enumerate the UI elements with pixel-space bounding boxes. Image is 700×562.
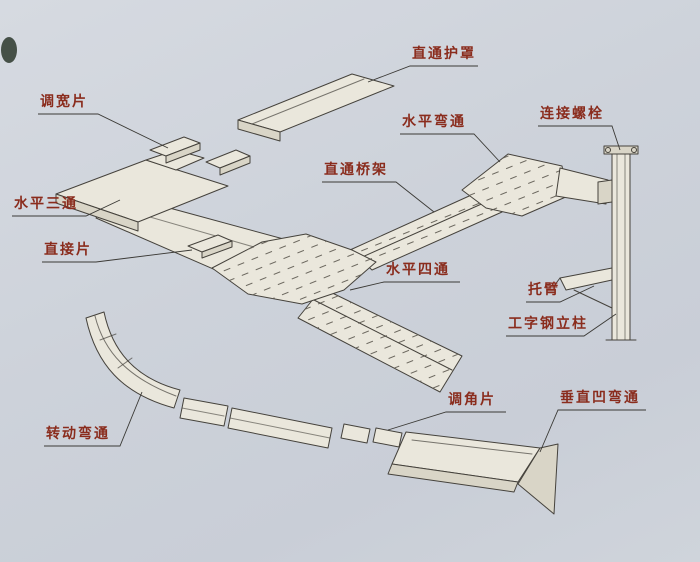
bracket-arm-part xyxy=(553,267,613,309)
label-zhijie-pian: 直接片 xyxy=(44,241,92,257)
label-tiaojiao-pian: 调角片 xyxy=(448,391,496,407)
leader-line-lianjie-luoshuan xyxy=(538,125,621,151)
label-lianjie-luoshuan: 连接螺栓 xyxy=(540,105,604,121)
label-shuiping-sitong: 水平四通 xyxy=(386,261,450,277)
leader-line-shuiping-wantong xyxy=(400,133,501,163)
horizontal-bend-part xyxy=(461,153,569,217)
vertical-concave-bend-part xyxy=(387,431,559,515)
label-chuizhi-aowantong: 垂直凹弯通 xyxy=(560,389,640,405)
horizontal-cross-part xyxy=(211,233,377,305)
lower-tray-part xyxy=(297,287,463,393)
scan-mark xyxy=(1,37,17,63)
label-tiaokuan-pian: 调宽片 xyxy=(40,93,88,109)
bolt-icon xyxy=(605,147,611,153)
leader-line-shuiping-santong xyxy=(12,199,121,217)
rotating-bend-part xyxy=(85,311,181,409)
leader-line-tiaojiao-pian xyxy=(387,411,506,431)
leader-line-shuiping-sitong xyxy=(349,281,460,291)
angle-adjust-pieces xyxy=(340,423,403,448)
label-zhitong-qiaojia: 直通桥架 xyxy=(324,161,388,177)
label-shuiping-santong: 水平三通 xyxy=(14,195,78,211)
leader-line-zhitong-qiaojia xyxy=(322,181,435,213)
tray-band-to-column xyxy=(555,167,609,205)
leader-line-zhitong-huzhao xyxy=(367,65,478,83)
label-tuo-bi: 托臂 xyxy=(528,281,560,297)
leader-line-tuo-bi xyxy=(526,285,595,303)
label-shuiping-wantong: 水平弯通 xyxy=(402,113,466,129)
leader-line-gongzigang-lizhu xyxy=(506,313,617,337)
label-zhuandong-wantong: 转动弯通 xyxy=(46,425,110,441)
width-adjust-pieces xyxy=(149,136,251,176)
label-zhitong-huzhao: 直通护罩 xyxy=(412,45,476,61)
leader-line-zhijie-pian xyxy=(42,249,193,263)
bolt-icon xyxy=(631,147,637,153)
label-gongzigang-lizhu: 工字钢立柱 xyxy=(508,315,588,331)
straight-tray-part xyxy=(349,191,503,271)
straight-cover-part xyxy=(237,73,395,142)
horizontal-tee-part xyxy=(55,149,229,232)
leader-line-tiaokuan-pian xyxy=(38,113,169,149)
leader-lines-layer xyxy=(12,65,646,453)
bottom-tray-pieces xyxy=(179,397,333,449)
leader-line-chuizhi-aowantong xyxy=(539,409,646,453)
leader-line-zhuandong-wantong xyxy=(44,391,143,447)
connector-piece-part xyxy=(187,234,233,259)
ibeam-column-part xyxy=(597,145,639,341)
